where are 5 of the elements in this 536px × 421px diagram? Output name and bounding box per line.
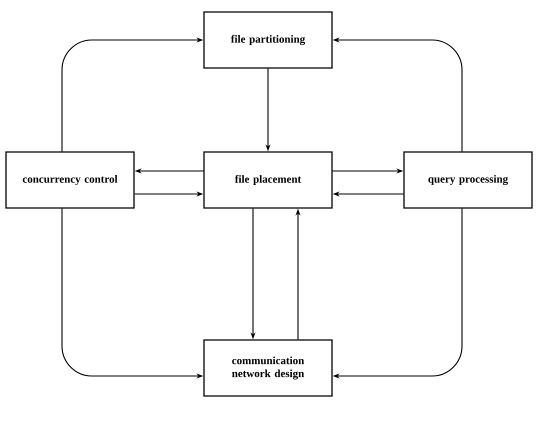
process-box: file partitioning	[203, 11, 333, 69]
process-box: concurrency control	[5, 151, 135, 209]
process-box: file placement	[203, 151, 333, 209]
process-box: communication network design	[203, 339, 333, 397]
process-box: query processing	[403, 151, 533, 209]
